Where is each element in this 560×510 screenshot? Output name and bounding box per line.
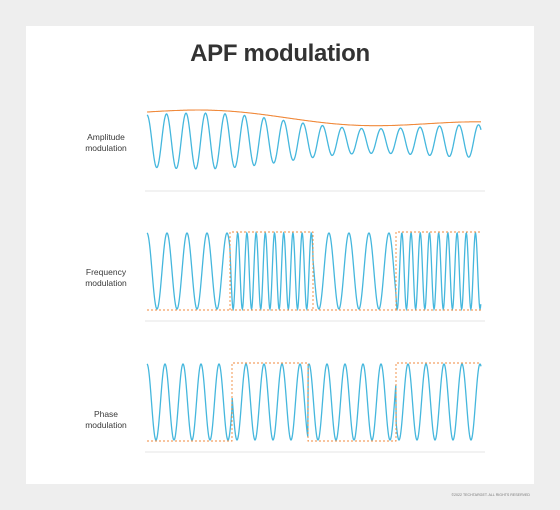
frequency-label-line1: Frequency [85,267,127,277]
amplitude-modulation-label: Amplitude modulation [60,132,152,154]
phase-marker-step [147,362,481,442]
phase-label-line1: Phase [93,409,119,419]
diagram-title: APF modulation [190,40,370,67]
copyright-notice: ©2022 TECHTARGET. ALL RIGHTS RESERVED [451,493,530,497]
frequency-label-line2: modulation [85,278,127,288]
amplitude-modulated-wave [146,112,482,170]
amplitude-label-line2: modulation [85,143,127,153]
phase-modulated-wave [146,363,482,441]
amplitude-envelope [147,109,481,127]
frequency-marker-box-2 [395,231,481,310]
phase-modulation-label: Phase modulation [60,409,152,431]
frequency-marker-box-1 [229,231,314,310]
phase-label-line2: modulation [85,420,127,430]
frequency-modulation-label: Frequency modulation [60,267,152,289]
frequency-modulated-wave [146,231,482,312]
amplitude-label-line1: Amplitude [87,132,125,142]
